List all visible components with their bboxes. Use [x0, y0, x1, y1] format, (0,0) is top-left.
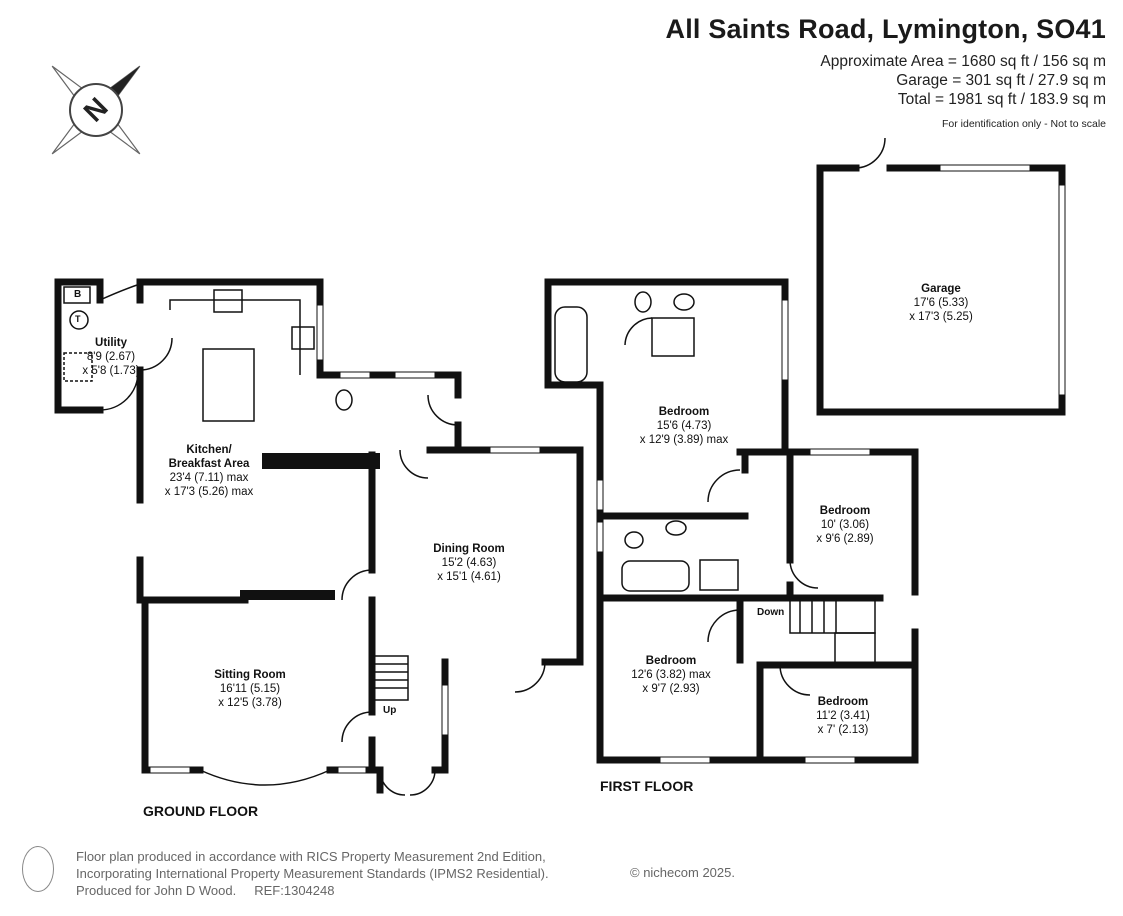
stairs-up-label: Up [383, 705, 397, 716]
footer-text: Floor plan produced in accordance with R… [76, 848, 549, 899]
stairs-down-label: Down [757, 607, 785, 618]
page-title: All Saints Road, Lymington, SO41 [665, 14, 1106, 44]
room-dim: 10' (3.06) [820, 519, 870, 531]
room-name: Dining Room [433, 543, 505, 555]
kitchen-island [202, 348, 255, 422]
fixtures [63, 137, 886, 796]
hob-icon [213, 289, 243, 313]
room-label-utility: Utility 8'9 (2.67) x 5'8 (1.73) [82, 336, 139, 378]
room-dim: x 15'1 (4.61) [437, 571, 501, 583]
footer-line: Produced for John D Wood. REF:1304248 [76, 883, 335, 898]
room-name: Bedroom [645, 655, 697, 667]
bath-icon [554, 306, 588, 383]
stairs-ground [371, 655, 409, 701]
room-name: Utility [95, 337, 127, 349]
total-area: Total = 1981 sq ft / 183.9 sq m [897, 91, 1106, 108]
room-label-bedroom-2: Bedroom 10' (3.06) x 9'6 (2.89) [816, 504, 873, 546]
tank-label: T [75, 314, 81, 324]
north-compass-icon: N [51, 65, 141, 155]
footer-line: Floor plan produced in accordance with R… [76, 849, 546, 864]
windows [149, 164, 1066, 774]
copyright: © nichecom 2025. [630, 865, 735, 880]
room-dim: x 17'3 (5.26) max [164, 486, 254, 498]
stairs-first [789, 597, 876, 664]
first-floor-label: FIRST FLOOR [600, 778, 694, 794]
room-label-bedroom-4: Bedroom 11'2 (3.41) x 7' (2.13) [816, 695, 870, 737]
room-dim: 15'6 (4.73) [656, 420, 712, 432]
area-summary: Approximate Area = 1680 sq ft / 156 sq m… [820, 52, 1106, 109]
footer-line: Incorporating International Property Mea… [76, 866, 549, 881]
room-dim: x 12'9 (3.89) max [639, 434, 729, 446]
person-icon [22, 846, 54, 892]
garage-area: Garage = 301 sq ft / 27.9 sq m [896, 72, 1106, 89]
sink-icon [291, 326, 315, 350]
room-dim: x 5'8 (1.73) [82, 365, 140, 377]
room-dim: x 17'3 (5.25) [909, 311, 973, 323]
room-name: Garage [921, 283, 961, 295]
garage-walls [816, 164, 1066, 416]
room-label-dining: Dining Room 15'2 (4.63) x 15'1 (4.61) [433, 542, 505, 584]
room-dim: 12'6 (3.82) max [631, 669, 711, 681]
room-label-kitchen: Kitchen/ Breakfast Area 23'4 (7.11) max … [165, 443, 254, 499]
room-dim: 15'2 (4.63) [441, 557, 497, 569]
ground-floor-label: GROUND FLOOR [143, 803, 259, 819]
room-name: Kitchen/ [186, 444, 232, 456]
room-name: Bedroom [819, 505, 871, 517]
disclaimer: For identification only - Not to scale [942, 118, 1106, 130]
kitchen-walls [136, 278, 324, 604]
room-dim: 11'2 (3.41) [816, 710, 870, 722]
utility-walls [54, 278, 104, 414]
room-dim: 23'4 (7.11) max [169, 472, 249, 484]
room-dim: x 12'5 (3.78) [218, 697, 282, 709]
room-dim: 17'6 (5.33) [913, 297, 969, 309]
room-dim: x 9'6 (2.89) [816, 533, 874, 545]
boiler-label: B [74, 289, 82, 300]
room-name: Sitting Room [214, 669, 286, 681]
room-label-sitting: Sitting Room 16'11 (5.15) x 12'5 (3.78) [214, 668, 286, 710]
tank-icon [69, 310, 89, 330]
room-dim: x 7' (2.13) [817, 724, 869, 736]
shower-icon [651, 317, 695, 357]
room-name: Breakfast Area [168, 458, 250, 470]
wc-icon [335, 389, 353, 411]
room-label-garage: Garage 17'6 (5.33) x 17'3 (5.25) [909, 282, 973, 324]
room-name: Bedroom [817, 696, 869, 708]
room-label-bedroom-3: Bedroom 12'6 (3.82) max x 9'7 (2.93) [631, 654, 711, 696]
room-name: Bedroom [658, 406, 710, 418]
boiler-box [63, 286, 91, 304]
room-dim: 16'11 (5.15) [219, 683, 281, 695]
room-dim: x 9'7 (2.93) [642, 683, 700, 695]
room-label-bedroom-1: Bedroom 15'6 (4.73) x 12'9 (3.89) max [640, 405, 729, 447]
approx-area: Approximate Area = 1680 sq ft / 156 sq m [820, 53, 1106, 70]
room-dim: 8'9 (2.67) [86, 351, 136, 363]
